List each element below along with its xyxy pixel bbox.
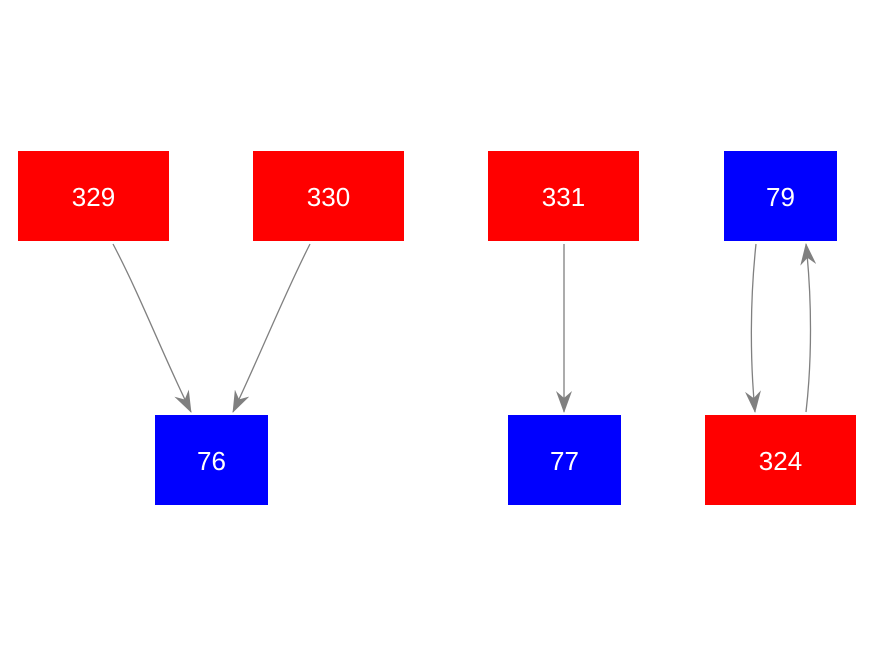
node-329-box xyxy=(18,151,169,241)
node-329: 329 xyxy=(18,151,169,241)
node-330: 330 xyxy=(253,151,404,241)
node-79: 79 xyxy=(724,151,837,241)
node-76-label: 76 xyxy=(197,446,226,476)
node-330-box xyxy=(253,151,404,241)
node-77-box xyxy=(508,415,621,505)
node-79-box xyxy=(724,151,837,241)
node-324-box xyxy=(705,415,856,505)
node-329-label: 329 xyxy=(72,182,115,212)
edge-329-76 xyxy=(112,243,192,413)
node-330-label: 330 xyxy=(307,182,350,212)
edge-324-79 xyxy=(800,243,817,413)
node-331-label: 331 xyxy=(542,182,585,212)
node-324: 324 xyxy=(705,415,856,505)
node-324-label: 324 xyxy=(759,446,802,476)
node-331: 331 xyxy=(488,151,639,241)
edge-330-76 xyxy=(232,243,311,413)
node-76-box xyxy=(155,415,268,505)
nodes-layer: 329 330 331 79 76 77 324 xyxy=(18,151,856,505)
node-77-label: 77 xyxy=(550,446,579,476)
node-331-box xyxy=(488,151,639,241)
node-76: 76 xyxy=(155,415,268,505)
edges-layer xyxy=(112,243,817,413)
edge-79-324 xyxy=(745,243,761,413)
node-79-label: 79 xyxy=(766,182,795,212)
node-77: 77 xyxy=(508,415,621,505)
